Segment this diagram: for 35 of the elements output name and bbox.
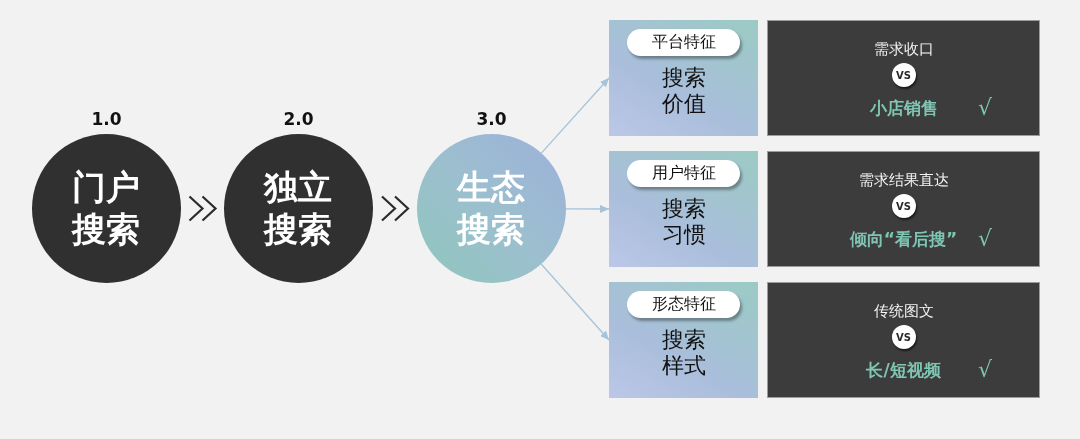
feature-tag: 用户特征 [627,160,740,187]
comparison-panel [767,20,1040,136]
highlight-text: 倾向“看后搜” [849,228,958,250]
feature-card [609,151,758,267]
feature-title: 搜索样式 [660,327,707,380]
stage-title: 生态搜索 [455,167,527,250]
version-label: 2.0 [283,109,314,129]
comparison-text: 传统图文 [873,301,934,321]
vs-circle: VS [891,325,916,349]
highlight-text: 长/短视频 [866,359,941,381]
feature-tag: 平台特征 [627,29,740,56]
version-label: 1.0 [91,109,122,129]
stage-title: 独立搜索 [262,167,334,250]
feature-card [609,20,758,136]
feature-card [609,282,758,398]
stage-title: 门户搜索 [70,167,142,250]
check-mark: √ [978,226,993,252]
connector-arrow [565,204,610,213]
vs-circle: VS [891,63,916,87]
feature-title: 搜索价值 [660,65,707,118]
comparison-text: 需求收口 [873,39,934,59]
highlight-text: 小店销售 [869,97,938,119]
feature-title: 搜索习惯 [660,196,707,249]
check-mark: √ [978,357,993,383]
double-chevron [380,195,410,222]
version-label: 3.0 [476,109,507,129]
connector-arrow [540,77,610,154]
vs-circle: VS [891,194,916,218]
comparison-panel [767,282,1040,398]
double-chevron [188,195,218,222]
feature-tag: 形态特征 [627,291,740,318]
comparison-text: 需求结果直达 [858,170,949,190]
comparison-panel [767,151,1040,267]
check-mark: √ [978,95,993,121]
connector-arrow [540,263,610,341]
